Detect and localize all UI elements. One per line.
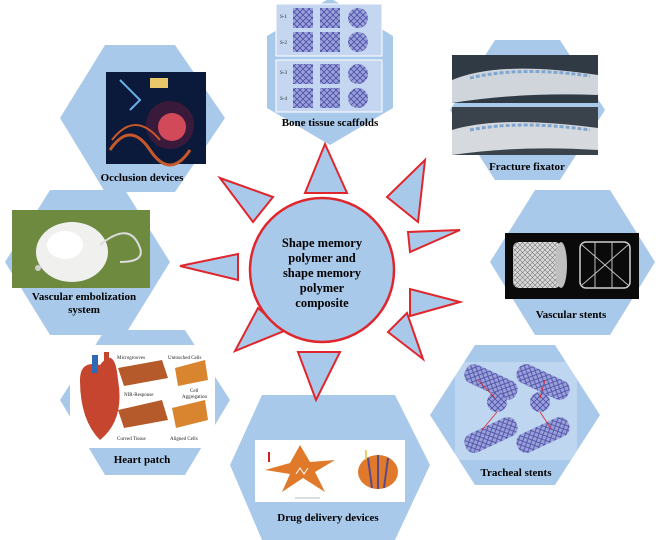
label-embolization-line-2: system [68,304,100,316]
drug-delivery-image [255,440,405,502]
ray-top-left [217,175,275,224]
label-bone-scaffolds: Bone tissue scaffolds [282,117,379,129]
scaffold-row-label-3: S-3 [280,71,287,76]
label-heart-patch: Heart patch [114,454,171,466]
vascular-stent-image [505,233,639,299]
label-fracture-fixator: Fracture fixator [489,161,565,173]
center-line-2: polymer and [288,251,356,265]
center-line-1: Shape memory [282,236,363,250]
embolization-image [12,210,150,288]
ray-top-right [385,157,427,224]
center-line-3: shape memory [283,266,362,280]
center-line-4: polymer [300,281,345,295]
annot-aligned-cells: Aligned Cells [170,437,198,442]
annot-nir-response: NIR-Response [124,393,154,398]
annot-curved-tissue: Curved Tissue [117,437,147,442]
annot-cell: Cell [190,389,199,394]
annot-untouched-cells: Untouched Cells [168,356,202,361]
center-circle [248,196,396,344]
sun-rays [179,141,464,403]
bone-scaffold-image: S-1 S-2 S-3 S-4 [275,3,383,113]
tracheal-stent-image [455,362,577,460]
ray-right-lower [409,287,464,318]
scaffold-row-label-1: S-1 [280,15,287,20]
scaffold-row-label-2: S-2 [280,41,287,46]
label-occlusion-devices: Occlusion devices [101,172,185,184]
occlusion-device-image [106,72,206,167]
label-embolization-line-1: Vascular embolization [32,291,136,303]
annot-microgrooves: Microgrooves [117,356,145,361]
ray-bottom-right [386,311,426,362]
scaffold-row-label-4: S-4 [280,97,287,102]
ray-right-upper [406,229,461,254]
fracture-fixator-image [452,55,598,155]
label-vascular-stents: Vascular stents [536,309,607,321]
label-tracheal-stents: Tracheal stents [481,467,553,479]
heart-patch-image: Microgrooves Untouched Cells NIR-Respons… [70,345,215,448]
center-line-5: composite [295,296,349,310]
label-drug-delivery: Drug delivery devices [277,512,379,524]
ray-top [303,141,349,194]
ray-left [179,252,239,282]
annot-aggregation: Aggregation [182,395,207,400]
ray-bottom [296,351,342,403]
